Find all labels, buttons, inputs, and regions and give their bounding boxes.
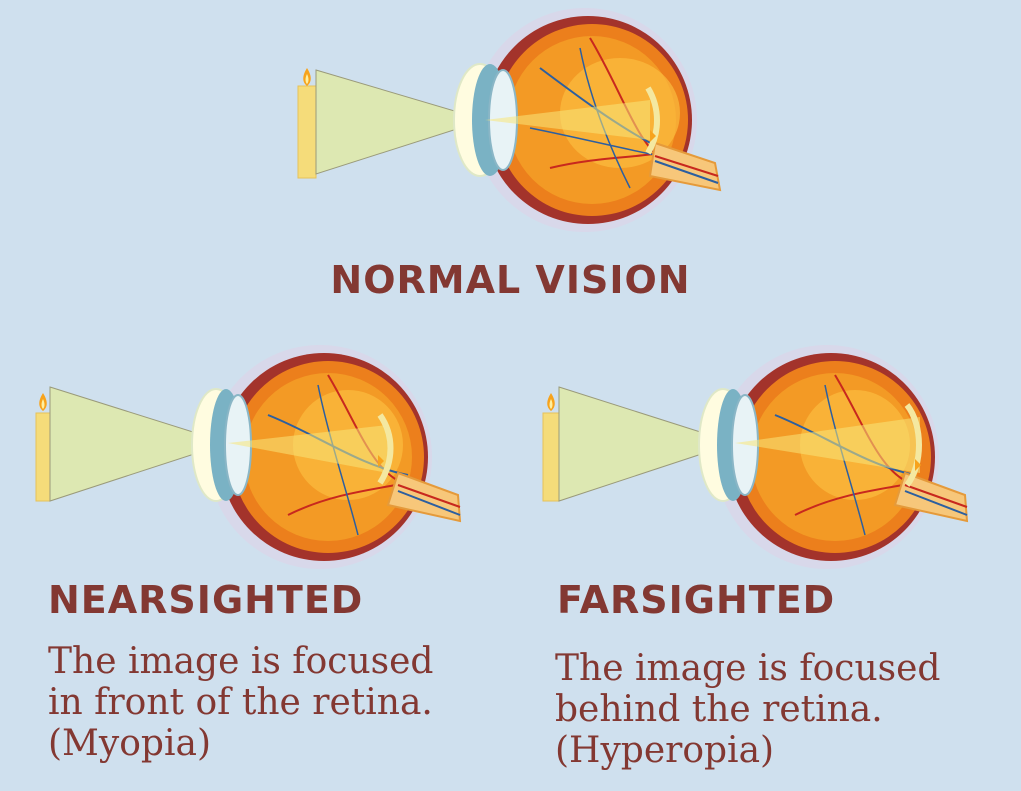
nearsighted-diagram [28,345,478,585]
candle [298,68,316,178]
nearsighted-description-line-1: The image is focused [48,641,433,682]
nearsighted-description: The image is focused in front of the ret… [48,641,433,764]
farsighted-title: FARSIGHTED [557,578,835,622]
farsighted-diagram [535,345,995,585]
candle [543,393,559,501]
farsighted-description-line-1: The image is focused [555,648,940,689]
nearsighted-description-line-3: (Myopia) [48,723,433,764]
normal-vision-title: NORMAL VISION [0,258,1021,302]
nearsighted-title: NEARSIGHTED [48,578,363,622]
farsighted-description-line-3: (Hyperopia) [555,730,940,771]
farsighted-description: The image is focused behind the retina. … [555,648,940,771]
candle [36,393,50,501]
normal-vision-diagram [290,8,730,248]
nearsighted-description-line-2: in front of the retina. [48,682,433,723]
farsighted-description-line-2: behind the retina. [555,689,940,730]
